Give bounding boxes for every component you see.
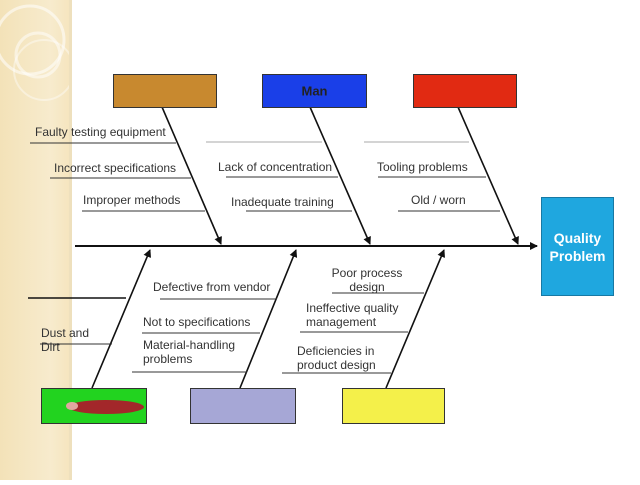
cause-tooling-problems: Tooling problems (377, 160, 468, 174)
category-box-bottom-right (342, 388, 445, 424)
cause-poor-process-design: Poor process design (322, 266, 412, 294)
cause-dust-and-dirt: Dust and Dirt (41, 326, 99, 354)
category-box-bottom-mid (190, 388, 296, 424)
category-box-top-right (413, 74, 517, 108)
category-box-bottom-left (41, 388, 147, 424)
cause-not-to-specifications: Not to specifications (143, 315, 250, 329)
effect-box-quality-problem: Quality Problem (541, 197, 614, 296)
cause-inadequate-training: Inadequate training (231, 195, 334, 209)
cause-improper-methods: Improper methods (83, 193, 180, 207)
effect-label-line1: Quality (554, 230, 601, 246)
material-image-icon (42, 389, 146, 423)
cause-deficiencies-in-product-design: Deficiencies in product design (297, 344, 381, 372)
category-box-top-left (113, 74, 217, 108)
bone-bottom-left (92, 250, 150, 388)
category-label-man: Man (263, 84, 366, 99)
category-box-man: Man (262, 74, 367, 108)
bone-top-left (162, 107, 221, 244)
cause-ineffective-quality-management: Ineffective quality management (306, 301, 410, 329)
bone-top-mid (310, 107, 370, 244)
bone-top-right (458, 107, 518, 244)
effect-label: Quality Problem (549, 229, 605, 265)
cause-old-worn: Old / worn (411, 193, 466, 207)
cause-defective-from-vendor: Defective from vendor (153, 280, 270, 294)
cause-lack-of-concentration: Lack of concentration (218, 160, 332, 174)
effect-label-line2: Problem (549, 248, 605, 264)
cause-material-handling-problems: Material-handling problems (143, 338, 249, 366)
cause-incorrect-specifications: Incorrect specifications (54, 161, 176, 175)
cause-faulty-testing-equipment: Faulty testing equipment (35, 125, 166, 139)
